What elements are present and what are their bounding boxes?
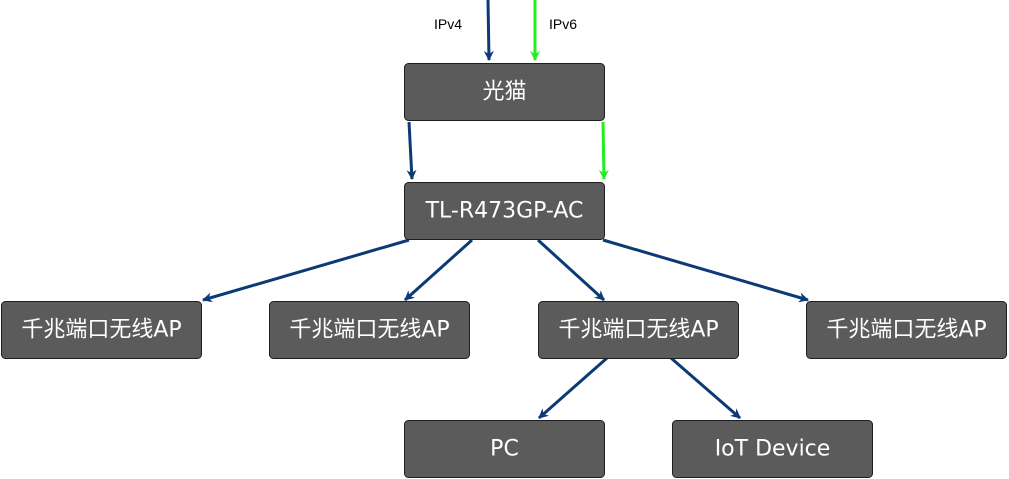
router-node: TL-R473GP-AC <box>404 182 605 240</box>
ap-node-2: 千兆端口无线AP <box>269 301 470 359</box>
iot-device-node: IoT Device <box>672 420 873 478</box>
ap-node-3: 千兆端口无线AP <box>538 301 739 359</box>
ipv4-input-arrow <box>483 0 494 61</box>
ipv4-label: IPv4 <box>434 16 462 32</box>
modem-to-router-ipv4-arrow <box>406 121 417 180</box>
ap-node-1: 千兆端口无线AP <box>1 301 202 359</box>
ap-3-to-pc-arrow <box>538 356 608 420</box>
modem-to-router-ipv6-arrow <box>598 121 609 180</box>
pc-label: PC <box>490 437 519 462</box>
ap-4-label: 千兆端口无线AP <box>826 318 986 343</box>
modem-node: 光猫 <box>404 63 605 121</box>
router-to-ap-3-arrow <box>536 238 606 302</box>
iot-device-label: IoT Device <box>715 437 831 462</box>
pc-node: PC <box>404 420 605 478</box>
router-to-ap-4-arrow <box>602 238 809 303</box>
ap-3-to-iot-arrow <box>670 356 741 420</box>
ap-2-label: 千兆端口无线AP <box>289 318 449 343</box>
router-to-ap-2-arrow <box>403 238 474 302</box>
ap-node-4: 千兆端口无线AP <box>806 301 1007 359</box>
router-to-ap-1-arrow <box>202 238 410 303</box>
ap-1-label: 千兆端口无线AP <box>21 318 181 343</box>
ipv6-label: IPv6 <box>549 16 577 32</box>
router-label: TL-R473GP-AC <box>425 199 584 224</box>
ap-3-label: 千兆端口无线AP <box>558 318 718 343</box>
modem-label: 光猫 <box>482 80 526 105</box>
